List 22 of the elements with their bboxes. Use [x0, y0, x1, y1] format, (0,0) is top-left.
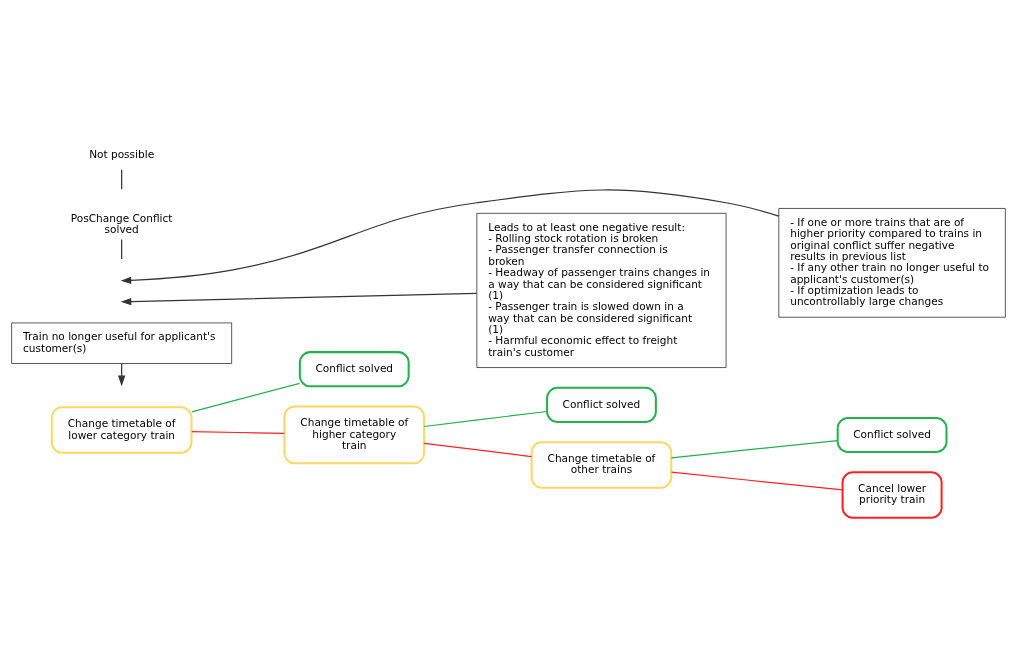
- node-box: Conflict solved: [836, 416, 948, 453]
- node-box: Change timetable of higher category train: [283, 405, 426, 464]
- connector: [670, 471, 844, 491]
- node-box: Cancel lower priority train: [841, 470, 943, 519]
- node-text: Not possible: [89, 147, 155, 160]
- node-box: Train no longer useful for applicant's customer(s): [11, 322, 233, 364]
- connector: [423, 410, 548, 427]
- connector: [121, 168, 123, 190]
- arrow: [120, 292, 478, 305]
- node-box: Conflict solved: [546, 386, 657, 423]
- connector: [121, 238, 123, 260]
- node-box: Change timetable of other trains: [530, 440, 673, 489]
- connector: [191, 382, 301, 412]
- arrow: [120, 188, 780, 284]
- connector: [670, 439, 839, 458]
- node-box: Change timetable of lower category train: [50, 405, 193, 454]
- node-box: Conflict solved: [298, 350, 410, 387]
- node-box: Leads to at least one negative result: - Rolling stock rotation is broken - Passenger transfer connection is broken - Headway of passenger trains changes in a way that can be considered significant (1) - Passenger train is slowed down in a way that can be considered significant (1) - Harmful economic effect to freight train's customer: [476, 212, 727, 368]
- connector: [191, 430, 285, 434]
- connector: [423, 442, 533, 457]
- node-text: PosChange Conflict solved: [70, 211, 173, 235]
- node-box: - If one or more trains that are of higher priority compared to trains in original conflict suffer negative results in previous list - If any other train no longer useful to applicant's customer(s) - If optimization leads to uncontrollably large changes: [778, 207, 1006, 318]
